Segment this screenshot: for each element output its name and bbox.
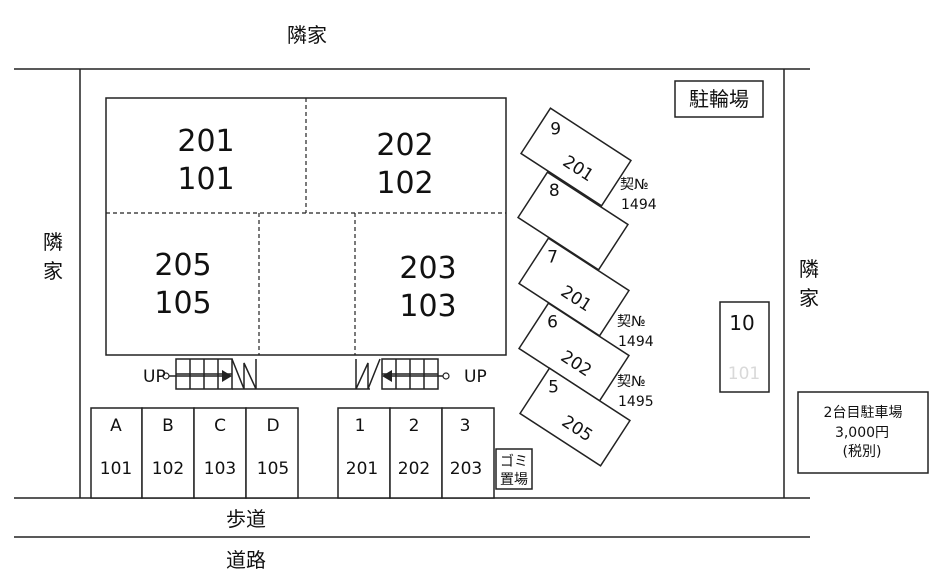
contract-number-2: 1494: [618, 334, 654, 350]
neighbor-right-char-2: 家: [799, 286, 819, 310]
parking-space-9: 9 201: [520, 107, 632, 207]
sidewalk-label: 歩道: [226, 507, 266, 531]
second-car-line2: 3,000円: [835, 425, 889, 441]
garbage-line1: ゴミ: [500, 453, 528, 470]
unit-lower: 103: [399, 289, 456, 324]
space-number: 10: [729, 311, 754, 335]
unit-lower: 102: [376, 166, 433, 201]
unit-203-103: 203 103: [399, 251, 456, 324]
contract-label-3: 契№: [617, 374, 646, 390]
locker-room: 101: [100, 459, 132, 479]
locker-A: A 101: [90, 407, 143, 499]
space-room: 201: [346, 459, 378, 479]
parking-space-8: 8: [517, 171, 629, 271]
locker-C: C 103: [193, 407, 247, 499]
parking-space-3: 3 203: [441, 407, 495, 499]
locker-letter: A: [110, 416, 122, 436]
locker-letter: D: [266, 416, 279, 436]
locker-letter: C: [214, 416, 226, 436]
stairs-left-up-label: UP: [143, 367, 166, 387]
contract-label-2: 契№: [617, 314, 646, 330]
parking-space-5: 5 205: [519, 367, 631, 467]
space-room: 101: [728, 364, 760, 384]
parking-space-6: 6 202: [518, 302, 630, 402]
locker-letter: B: [162, 416, 174, 436]
space-number: 5: [548, 377, 559, 397]
garbage-area-box: [495, 448, 533, 490]
neighbor-top-label: 隣家: [287, 23, 327, 47]
parking-space-7: 7 201: [518, 237, 630, 337]
bicycle-parking-label: 駐輪場: [689, 87, 749, 111]
unit-upper: 201: [177, 124, 234, 159]
space-number: 6: [547, 312, 558, 332]
contract-number-3: 1495: [618, 394, 654, 410]
stairs-right-up-label: UP: [464, 367, 487, 387]
space-number: 9: [550, 119, 561, 139]
unit-upper: 205: [154, 248, 211, 283]
parking-space-1: 1 201: [337, 407, 391, 499]
parking-space-10: 10 101: [719, 301, 770, 393]
space-room: 203: [450, 459, 482, 479]
locker-room: 102: [152, 459, 184, 479]
unit-205-105: 205 105: [154, 248, 211, 321]
space-number: 3: [460, 416, 471, 436]
space-number: 1: [355, 416, 366, 436]
space-room: 202: [398, 459, 430, 479]
space-number: 7: [547, 247, 558, 267]
bicycle-parking-box: [674, 80, 764, 118]
contract-number-1: 1494: [621, 197, 657, 213]
road-label: 道路: [226, 548, 266, 572]
second-car-line3: (税別): [843, 444, 882, 460]
parking-space-2: 2 202: [389, 407, 443, 499]
second-car-parking-note: 2台目駐車場 3,000円 (税別): [797, 391, 929, 474]
unit-201-101: 201 101: [177, 124, 234, 197]
unit-lower: 105: [154, 286, 211, 321]
unit-upper: 202: [376, 128, 433, 163]
locker-room: 103: [204, 459, 236, 479]
unit-202-102: 202 102: [376, 128, 433, 201]
locker-D: D 105: [245, 407, 299, 499]
locker-room: 105: [257, 459, 289, 479]
neighbor-left-char-1: 隣: [43, 230, 63, 254]
stairs-left: [162, 358, 370, 390]
space-number: 8: [549, 181, 560, 201]
unit-upper: 203: [399, 251, 456, 286]
unit-lower: 101: [177, 162, 234, 197]
contract-label-1: 契№: [620, 177, 649, 193]
garbage-line2: 置場: [500, 472, 528, 488]
locker-B: B 102: [141, 407, 195, 499]
neighbor-right-char-1: 隣: [799, 257, 819, 281]
stairs-right: [355, 358, 450, 390]
second-car-line1: 2台目駐車場: [824, 404, 903, 421]
space-number: 2: [409, 416, 420, 436]
neighbor-left-char-2: 家: [43, 259, 63, 283]
